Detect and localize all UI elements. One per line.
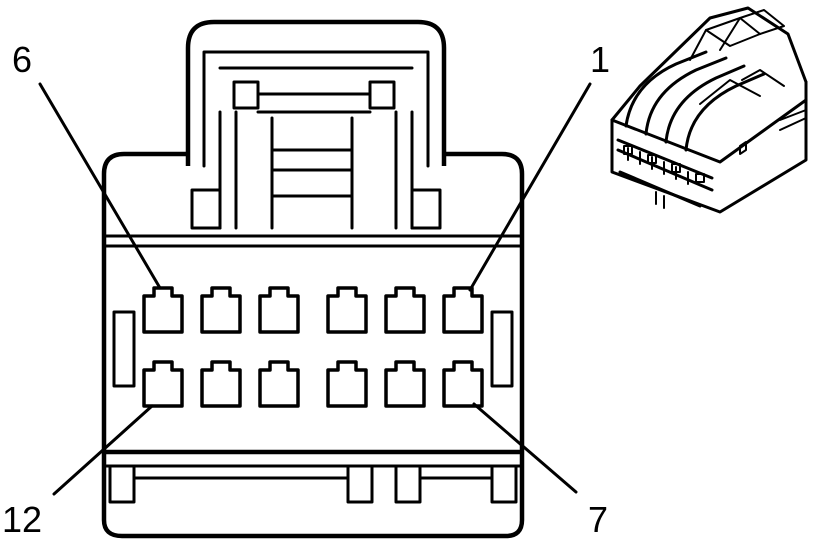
pin-cavity-2 (384, 286, 426, 334)
leader-pin-6 (38, 82, 162, 290)
pin-cavity-11 (200, 360, 242, 408)
leader-pin-7 (472, 402, 578, 494)
leader-pin-12 (52, 404, 154, 496)
leader-pin-1 (468, 82, 592, 292)
pin-cavity-3 (326, 286, 368, 334)
pin-cavity-10 (258, 360, 300, 408)
pin-cavity-12 (142, 360, 184, 408)
pin-label-12: 12 (2, 499, 42, 540)
pin-cavity-1 (442, 286, 484, 334)
connector-thumbnail (610, 6, 808, 214)
connector-latch (185, 19, 447, 230)
pin-cavity-6 (142, 286, 184, 334)
lock-rail (102, 449, 524, 504)
pin-cavity-5 (200, 286, 242, 334)
pin-cavity-8 (384, 360, 426, 408)
connector-body (101, 151, 525, 539)
pin-label-1: 1 (590, 39, 610, 80)
pin-label-7: 7 (588, 499, 608, 540)
pin-cavity-9 (326, 360, 368, 408)
pin-cavity-7 (442, 360, 484, 408)
pin-cavity-4 (258, 286, 300, 334)
pin-label-6: 6 (12, 39, 32, 80)
leader-lines (38, 82, 592, 496)
pin-cavities (142, 286, 484, 408)
